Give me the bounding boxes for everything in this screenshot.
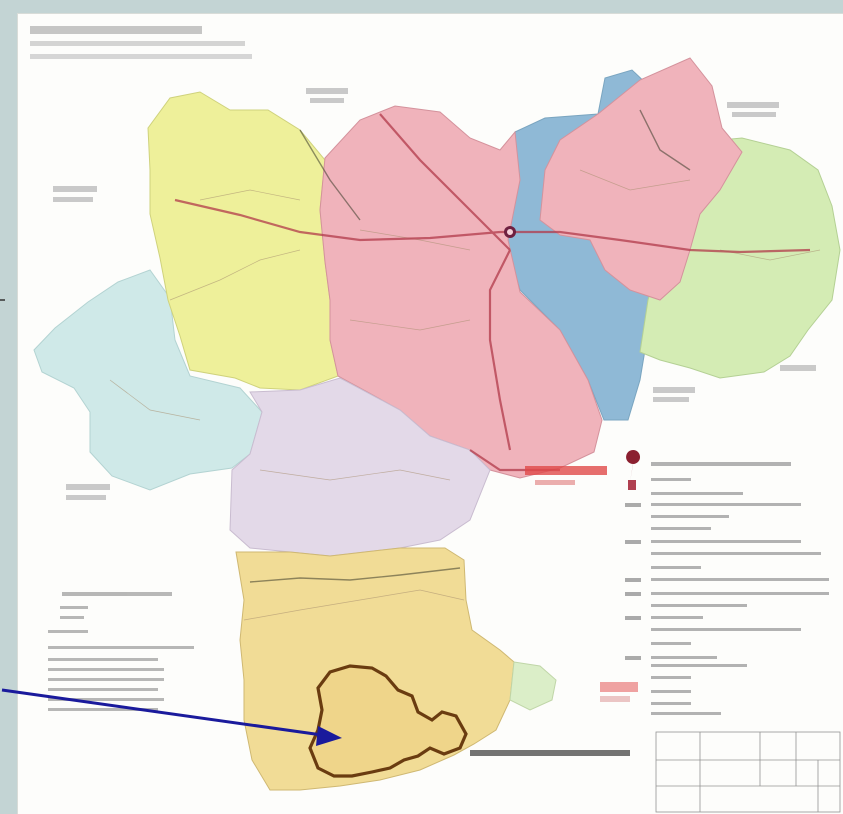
region-southeast-tip [509, 661, 557, 711]
region-lilac [229, 377, 491, 557]
district-boundaries [109, 169, 821, 621]
neighbor-labels [53, 88, 816, 500]
title-block-table [655, 731, 841, 813]
arrow-pointer-icon [1, 688, 342, 746]
city-marker-icon [504, 226, 516, 238]
region-pink-northeast [539, 57, 743, 301]
location-pin-icon [626, 450, 641, 482]
highlighted-region-label-group [525, 450, 641, 490]
highway-primary [249, 109, 691, 583]
highlighted-district [308, 664, 468, 778]
legend-left [48, 592, 194, 711]
region-pink-central [319, 105, 603, 479]
scale-bar [470, 750, 630, 756]
header-smudges [30, 26, 252, 59]
legend-right [600, 462, 829, 715]
roads [174, 113, 811, 472]
